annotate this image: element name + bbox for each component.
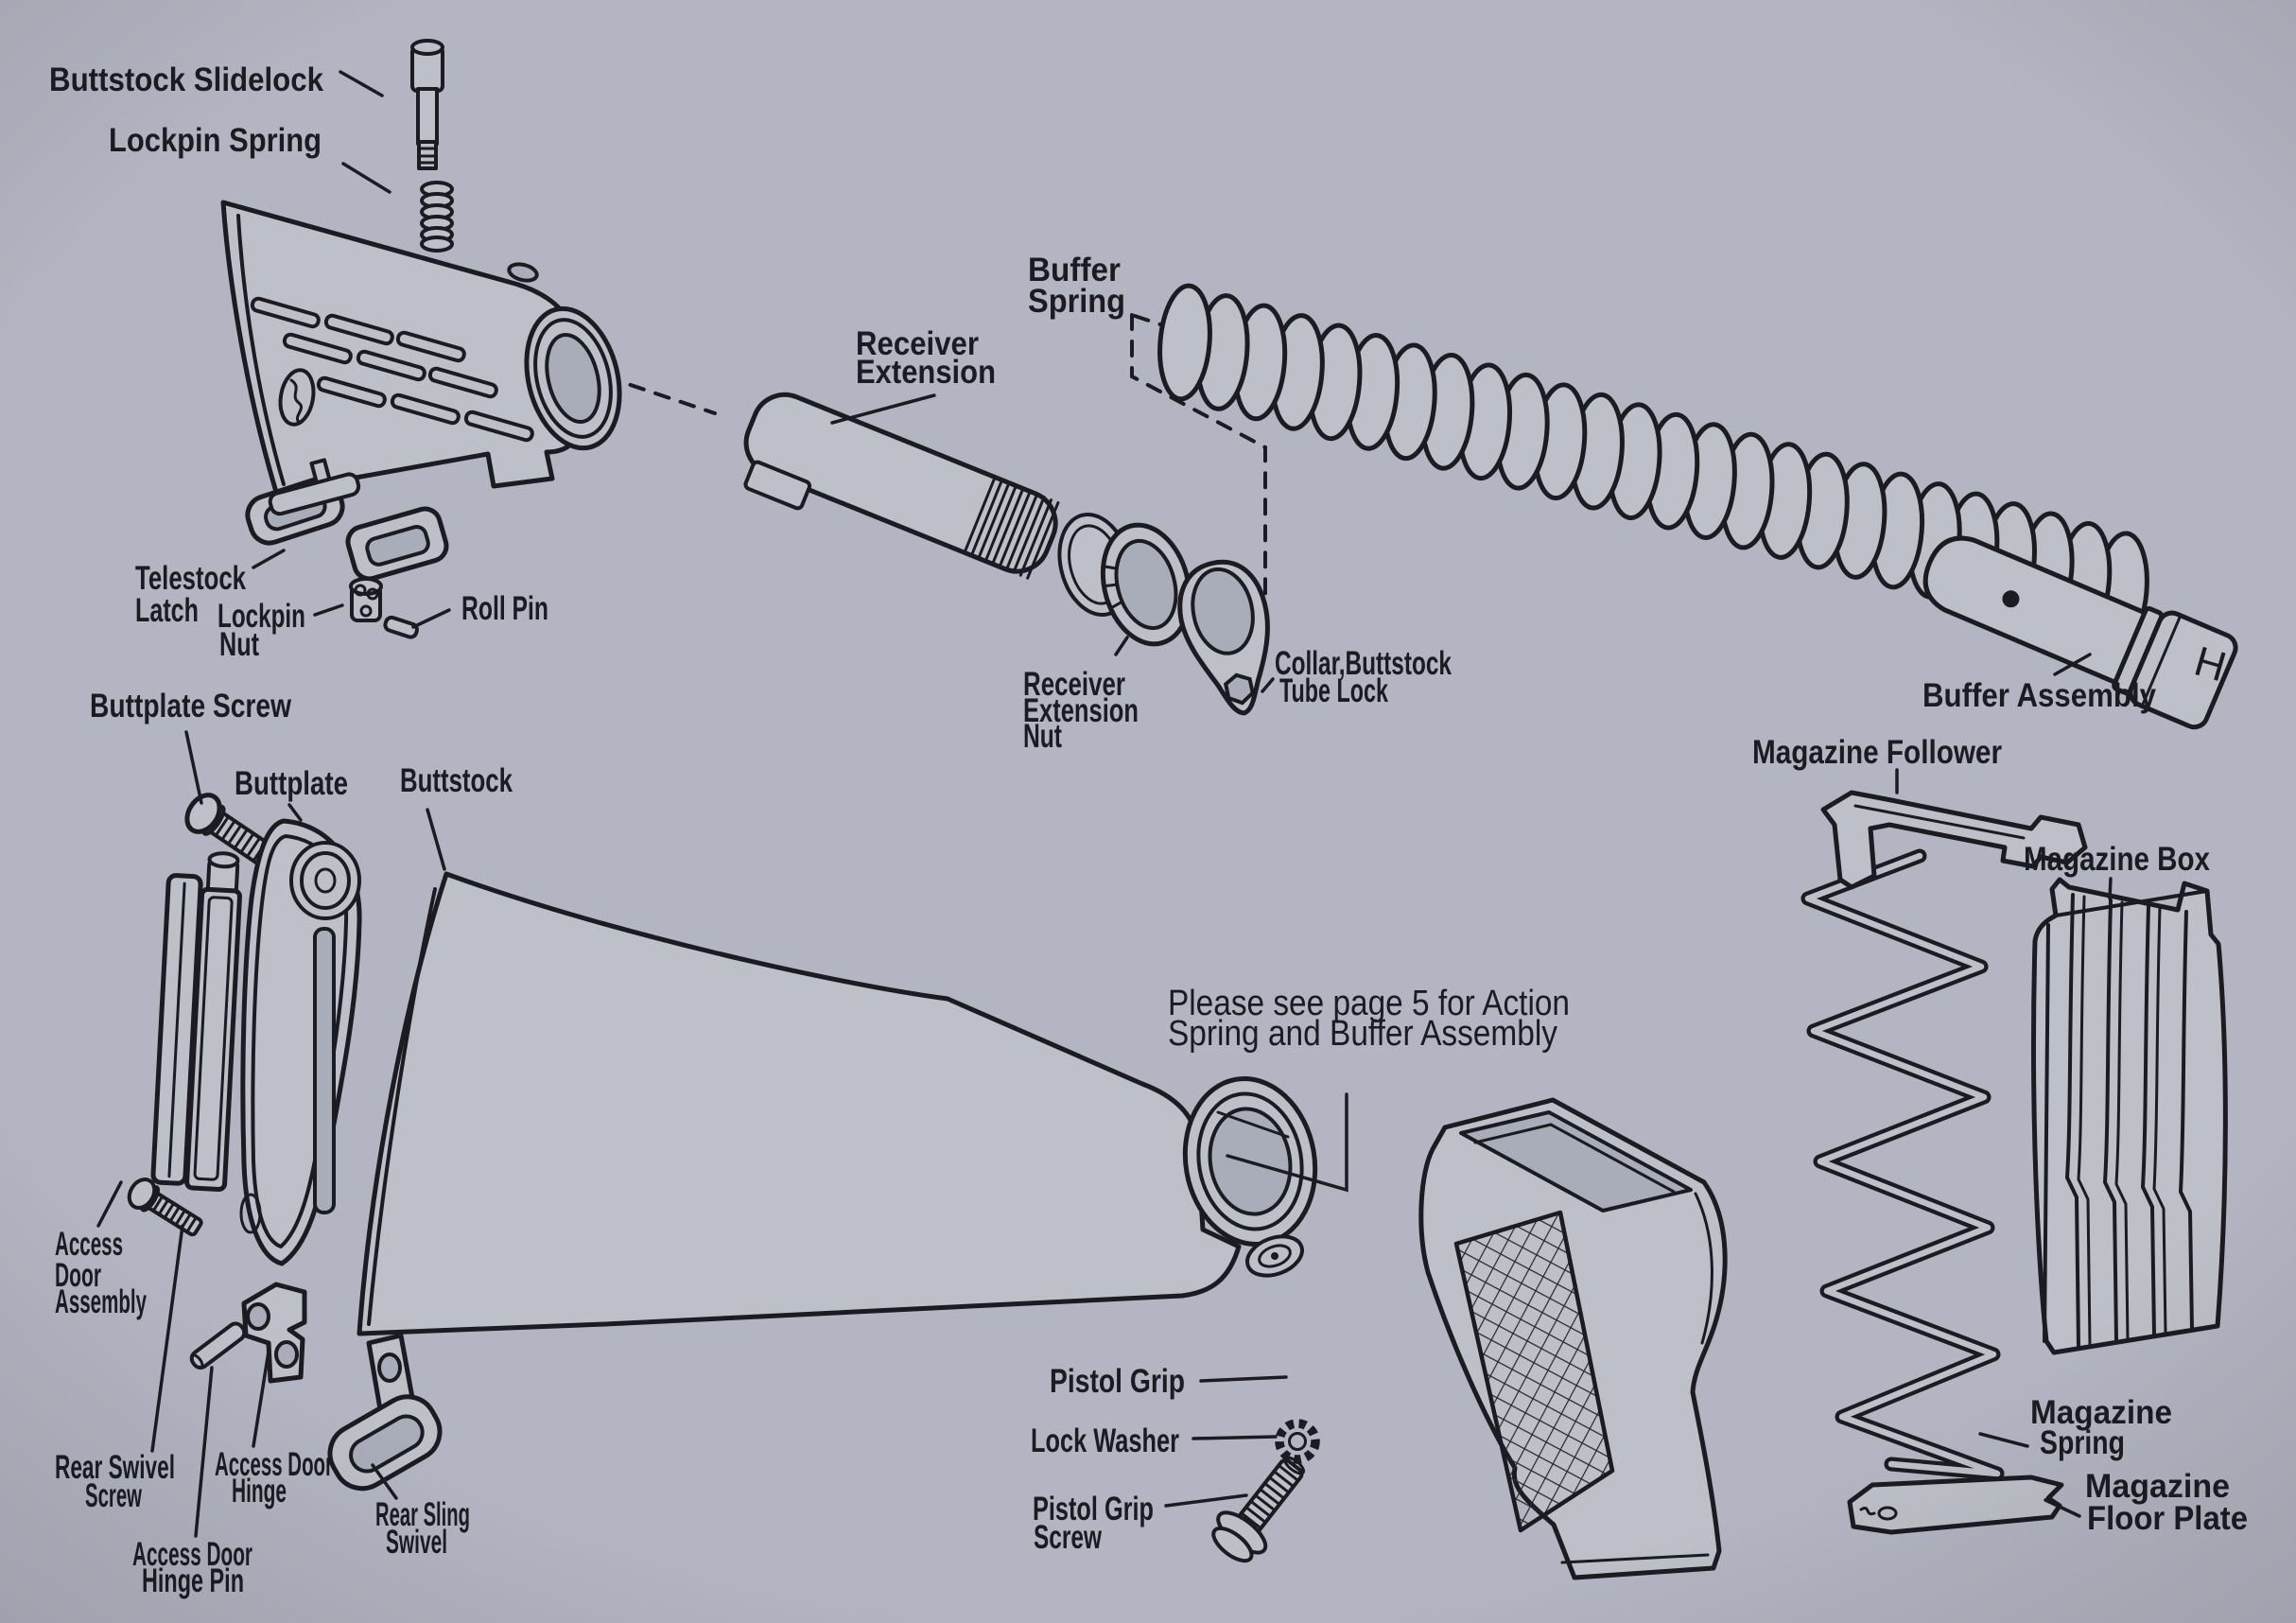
buttplate-screw-label: Buttplate Screw [90,688,292,724]
svg-text:Nut: Nut [1023,718,1062,755]
svg-text:Spring: Spring [1028,283,1125,320]
buttplate-label: Buttplate [235,765,348,802]
svg-text:Screw: Screw [85,1477,142,1514]
lockpin-nut-part [349,577,383,622]
svg-text:Extension: Extension [856,354,996,391]
buttstock-slidelock-label: Buttstock Slidelock [49,61,323,98]
svg-text:Hinge Pin: Hinge Pin [142,1562,244,1599]
buffer-assembly-label: Buffer Assembly [1922,677,2156,714]
svg-text:Latch: Latch [135,592,199,629]
svg-text:Floor Plate: Floor Plate [2087,1500,2248,1537]
magazine-box-part [2031,877,2228,1355]
pistol-grip-label: Pistol Grip [1050,1363,1185,1400]
svg-text:Hinge: Hinge [232,1473,287,1510]
lockpin-spring-label: Lockpin Spring [109,122,322,159]
svg-text:Spring and Buffer Assembly: Spring and Buffer Assembly [1168,1014,1557,1054]
magazine-box-label: Magazine Box [2024,841,2210,878]
lockpin-spring-part [420,181,454,253]
svg-text:Assembly: Assembly [55,1283,147,1320]
svg-text:Tube Lock: Tube Lock [1279,672,1388,709]
magazine-follower-label: Magazine Follower [1752,734,2002,771]
roll-pin-label: Roll Pin [461,590,548,627]
buttstock-label: Buttstock [400,762,513,799]
svg-text:Screw: Screw [1034,1519,1103,1556]
svg-text:Swivel: Swivel [386,1524,447,1561]
lock-washer-label: Lock Washer [1031,1422,1179,1459]
svg-text:Nut: Nut [219,626,259,663]
access-door-assembly-part [150,851,242,1192]
svg-text:Spring: Spring [2040,1424,2125,1461]
